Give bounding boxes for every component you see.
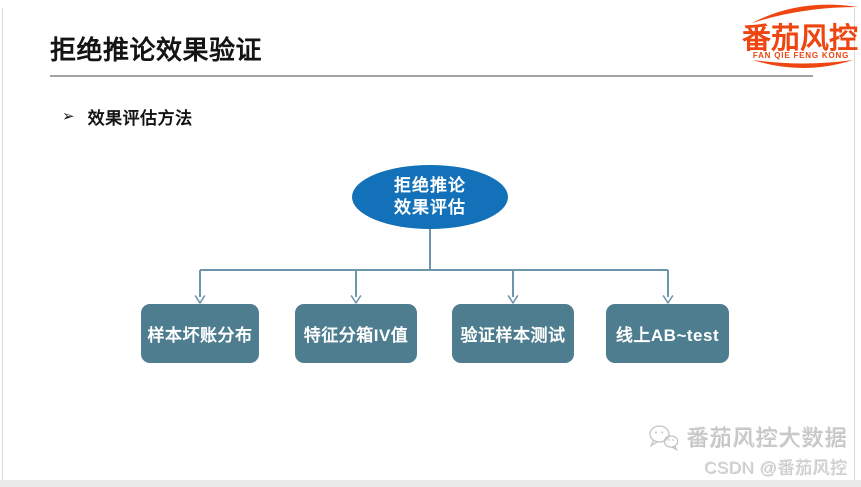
bullet-item: ➢ 效果评估方法 <box>62 104 193 129</box>
bullet-label: 效果评估方法 <box>87 109 193 128</box>
arrowhead-down-icon <box>194 295 206 304</box>
arrowhead-down-icon <box>662 295 674 304</box>
logo-name: 番茄风控 <box>742 22 858 55</box>
arrowhead-down-icon <box>507 295 519 304</box>
node-label: 样本坏账分布 <box>147 326 253 345</box>
watermark-brand-text: 番茄风控大数据 <box>686 426 848 451</box>
slide-border-bottom <box>0 480 861 487</box>
wechat-icon <box>649 424 679 451</box>
arrowhead-down-icon <box>350 295 362 304</box>
diagram-root-node: 拒绝推论 效果评估 <box>352 165 508 229</box>
watermark-brand-row: 番茄风控大数据 <box>648 421 848 453</box>
slide-border-right <box>854 8 855 480</box>
arrow-bullet-icon: ➢ <box>62 108 75 125</box>
diagram-node-feature-iv: 特征分箱IV值 <box>295 304 417 363</box>
root-node-line2: 效果评估 <box>394 198 466 217</box>
title-underline <box>50 75 813 77</box>
brand-logo: 番茄风控 FAN QIE FENG KONG <box>742 4 858 68</box>
node-label: 特征分箱IV值 <box>303 326 409 345</box>
logo-bottom-arc-icon <box>753 60 853 68</box>
watermark-credit-text: CSDN @番茄风控 <box>704 459 848 478</box>
diagram-node-validation-test: 验证样本测试 <box>452 304 574 363</box>
diagram-node-sample-badloan: 样本坏账分布 <box>141 304 259 363</box>
node-label: 线上AB~test <box>615 326 720 345</box>
root-node-line1: 拒绝推论 <box>394 176 466 195</box>
page-title: 拒绝推论效果验证 <box>50 35 263 65</box>
slide-border-left <box>2 8 3 480</box>
logo-tagline: FAN QIE FENG KONG <box>753 51 849 60</box>
logo-top-arc-icon <box>752 4 858 23</box>
diagram-node-ab-test: 线上AB~test <box>606 304 729 363</box>
watermark: 番茄风控大数据 CSDN @番茄风控 <box>648 421 848 479</box>
node-label: 验证样本测试 <box>460 326 566 345</box>
